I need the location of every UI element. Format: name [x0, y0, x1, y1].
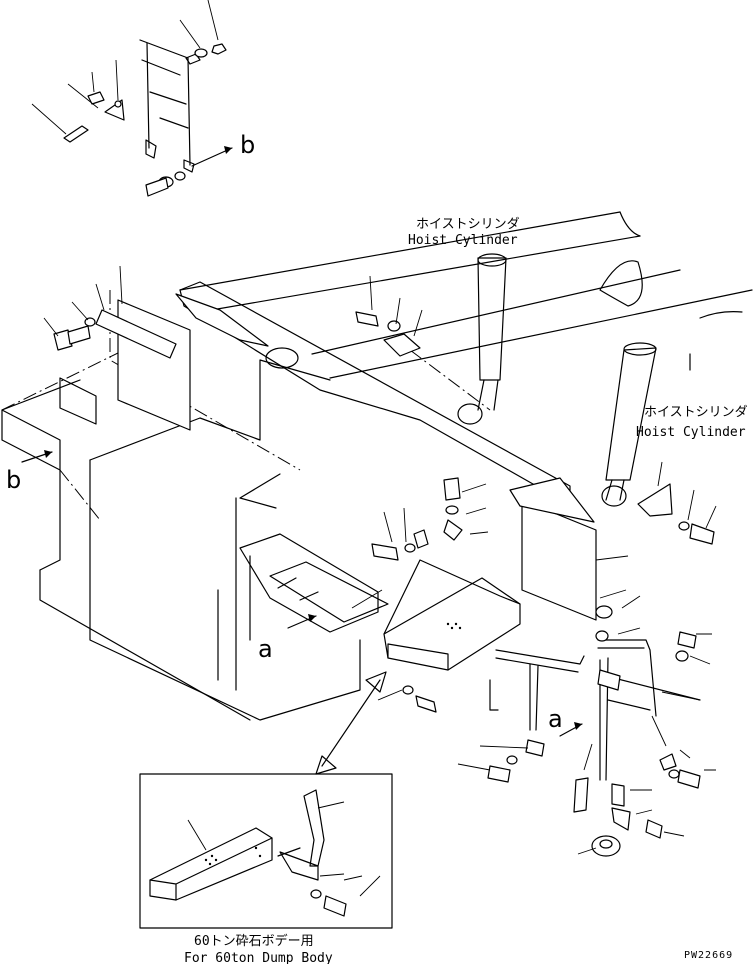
handrail-right [457, 595, 716, 857]
view-marker-a-right: a [548, 705, 563, 733]
hoist-cylinder-1 [355, 253, 507, 425]
hoist-cylinder-2-label-en: Hoist Cylinder [636, 425, 746, 440]
view-marker-b-top: b [240, 131, 255, 159]
view-marker-b-left: b [6, 466, 21, 494]
inset-reference-arrow [315, 671, 387, 775]
hoist-cylinder-1-label-en: Hoist Cylinder [408, 233, 518, 248]
handrail-subassembly [31, 0, 233, 197]
drawing-code: PW22669 [684, 950, 733, 961]
hoist-cylinder-2-label-jp: ホイストシリンダ [644, 405, 748, 420]
right-side-plate [509, 477, 629, 621]
step-bracket-assembly [239, 477, 521, 713]
view-marker-a-left: a [258, 635, 273, 663]
hoist-cylinder-2 [601, 342, 717, 545]
inset-box [139, 773, 393, 929]
main-frame [1, 211, 753, 721]
inset-caption-en: For 60ton Dump Body [184, 951, 333, 964]
inset-caption-jp: 60トン砕石ボデー用 [194, 933, 314, 949]
hoist-cylinder-1-label-jp: ホイストシリンダ [416, 217, 520, 232]
